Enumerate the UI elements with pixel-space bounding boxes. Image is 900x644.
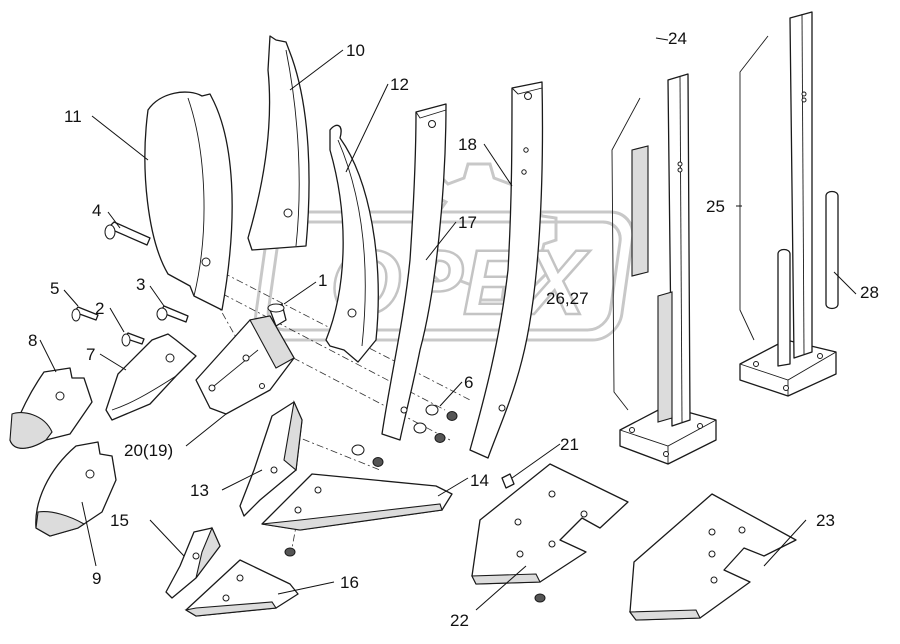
part-20-frog [195,315,295,415]
label-9: 9 [92,569,101,588]
label-23: 23 [816,511,835,530]
label-3: 3 [136,275,145,294]
part-9-tip [35,441,117,537]
part-11-mouldboard [144,91,233,311]
label-21: 21 [560,435,579,454]
label-17: 17 [458,213,477,232]
label-2: 2 [95,299,104,318]
part-10-shin [247,35,310,251]
washers-and-nuts [351,404,458,467]
bolts [71,221,287,347]
leader-lines [39,37,857,611]
part-16-small-share [184,547,299,617]
label-20-19: 20(19) [124,441,173,460]
opex-watermark: OPEX [254,162,635,342]
label-4: 4 [92,201,101,220]
part-22-slotted-plate [471,463,629,603]
label-13: 13 [190,481,209,500]
label-12: 12 [390,75,409,94]
label-18: 18 [458,135,477,154]
label-10: 10 [346,41,365,60]
label-7: 7 [86,345,95,364]
label-15: 15 [110,511,129,530]
label-22: 22 [450,611,469,630]
label-16: 16 [340,573,359,592]
label-5: 5 [50,279,59,298]
part-24-stand [611,73,717,465]
part-25-stand [739,11,839,397]
label-6: 6 [464,373,473,392]
label-26-27: 26,27 [546,289,589,308]
label-25: 25 [706,197,725,216]
label-24: 24 [668,29,687,48]
label-8: 8 [28,331,37,350]
part-8-serrated-point [9,367,93,449]
part-7-share-point [105,333,197,421]
label-11: 11 [64,107,82,126]
part-15-small-wing [165,526,221,599]
label-1: 1 [318,271,327,290]
part-number-labels: 1 2 3 4 5 6 7 8 9 10 11 12 13 14 15 16 1… [28,29,879,630]
part-18-shank [469,81,544,459]
part-13-wing [239,400,303,517]
label-14: 14 [470,471,489,490]
part-23-slotted-plate [628,493,797,621]
part-14-long-share [261,473,453,531]
part-12-blade [325,124,379,363]
label-28: 28 [860,283,879,302]
